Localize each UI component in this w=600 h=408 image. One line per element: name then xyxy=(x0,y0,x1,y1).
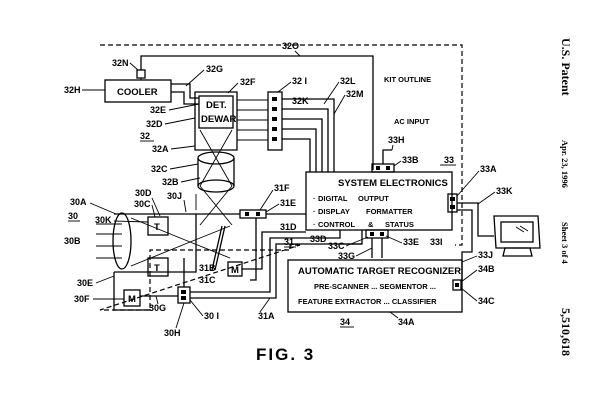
kit-outline xyxy=(99,44,463,311)
svg-text:32O: 32O xyxy=(282,41,299,51)
svg-text:33G: 33G xyxy=(338,251,355,261)
svg-text:33J: 33J xyxy=(478,250,493,260)
svg-text:32H: 32H xyxy=(64,85,81,95)
svg-text:32K: 32K xyxy=(292,96,309,106)
svg-text:32M: 32M xyxy=(346,89,364,99)
svg-text:33E: 33E xyxy=(403,237,419,247)
svg-text:31C: 31C xyxy=(199,275,216,285)
svg-text:33B: 33B xyxy=(402,155,419,165)
patent-sheet: Sheet 3 of 4 xyxy=(560,222,570,265)
svg-text:30H: 30H xyxy=(164,328,181,338)
motor-m-left xyxy=(123,289,141,307)
svg-text:34C: 34C xyxy=(478,296,495,306)
ac-input-connector xyxy=(371,163,395,173)
patent-office: U.S. Patent xyxy=(559,38,573,96)
svg-text:STATUS: STATUS xyxy=(385,220,414,229)
svg-text:30K: 30K xyxy=(95,215,112,225)
connector-30i xyxy=(177,286,191,304)
display-monitor xyxy=(493,215,541,257)
svg-text:31F: 31F xyxy=(274,183,290,193)
svg-text:32F: 32F xyxy=(240,77,256,87)
patent-header: U.S. Patent Apr. 23, 1996 Sheet 3 of 4 5… xyxy=(559,38,573,356)
svg-text:33I: 33I xyxy=(430,237,443,247)
svg-text:32N: 32N xyxy=(112,58,129,68)
cooler-box xyxy=(104,79,172,103)
svg-text:32G: 32G xyxy=(206,64,223,74)
svg-text:30G: 30G xyxy=(149,303,166,313)
patent-date: Apr. 23, 1996 xyxy=(560,140,570,188)
svg-text:32E: 32E xyxy=(150,105,166,115)
atr-box xyxy=(287,259,463,313)
svg-text:31A: 31A xyxy=(258,311,275,321)
svg-text:32 I: 32 I xyxy=(292,76,307,86)
head-housing xyxy=(114,213,197,273)
svg-text:·: · xyxy=(313,220,316,229)
svg-text:31: 31 xyxy=(284,237,294,247)
svg-text:32D: 32D xyxy=(146,119,163,129)
svg-text:34: 34 xyxy=(340,317,350,327)
svg-text:31E: 31E xyxy=(280,198,296,208)
svg-text:32C: 32C xyxy=(151,164,168,174)
dewar-label-2: DEWAR xyxy=(201,114,237,125)
fold-mirror xyxy=(211,225,223,271)
dewar-label-1: DET. xyxy=(206,100,227,111)
svg-text:30E: 30E xyxy=(77,278,93,288)
atr-line-3: FEATURE EXTRACTOR ... CLASSIFIER xyxy=(298,297,437,306)
svg-text:·: · xyxy=(313,207,316,216)
svg-text:FORMATTER: FORMATTER xyxy=(366,207,413,216)
svg-text:30B: 30B xyxy=(64,236,81,246)
svg-text:M: M xyxy=(128,294,136,305)
svg-text:33D: 33D xyxy=(310,234,327,244)
cooler-label: COOLER xyxy=(117,87,158,98)
dewar-box xyxy=(198,95,234,129)
svg-text:CONTROL: CONTROL xyxy=(318,220,355,229)
svg-text:T: T xyxy=(154,222,160,233)
kit-outline-note: KIT OUTLINE xyxy=(384,75,431,84)
svg-text:30: 30 xyxy=(68,211,78,221)
ac-input-note: AC INPUT xyxy=(394,117,430,126)
connector-34b xyxy=(452,279,462,291)
svg-text:33K: 33K xyxy=(496,186,513,196)
patent-number: 5,510,618 xyxy=(559,308,573,356)
svg-text:30J: 30J xyxy=(167,191,182,201)
svg-text:OUTPUT: OUTPUT xyxy=(358,194,389,203)
svg-text:M: M xyxy=(231,265,239,276)
svg-text:30 I: 30 I xyxy=(204,311,219,321)
svg-text:32B: 32B xyxy=(162,177,179,187)
front-lens xyxy=(112,212,132,270)
svg-text:33C: 33C xyxy=(328,241,345,251)
motor-t-upper xyxy=(147,216,169,236)
atr-line-2: PRE-SCANNER ... SEGMENTOR ... xyxy=(314,282,436,291)
svg-text:34A: 34A xyxy=(398,317,415,327)
svg-text:DIGITAL: DIGITAL xyxy=(318,194,348,203)
svg-text:32L: 32L xyxy=(340,76,356,86)
motor-t-lower xyxy=(147,257,169,277)
svg-text:33A: 33A xyxy=(480,164,497,174)
svg-text:32A: 32A xyxy=(152,144,169,154)
figure-caption: FIG. 3 xyxy=(256,345,315,364)
svg-text:33H: 33H xyxy=(388,135,405,145)
svg-text:30C: 30C xyxy=(134,199,151,209)
svg-text:34B: 34B xyxy=(478,264,495,274)
svg-text:32: 32 xyxy=(140,131,150,141)
svg-text:T: T xyxy=(154,263,160,274)
system-electronics-title: SYSTEM ELECTRONICS xyxy=(338,178,448,189)
connector-32i-pins xyxy=(272,97,277,141)
svg-text:DISPLAY: DISPLAY xyxy=(318,207,350,216)
svg-text:30A: 30A xyxy=(70,197,87,207)
connector-31e xyxy=(239,209,267,219)
svg-text:·: · xyxy=(313,194,316,203)
svg-text:30F: 30F xyxy=(74,294,90,304)
connector-33c xyxy=(365,229,389,239)
sensor-32n xyxy=(136,69,146,79)
svg-text:30D: 30D xyxy=(135,188,152,198)
svg-text:31B: 31B xyxy=(199,263,216,273)
atr-title: AUTOMATIC TARGET RECOGNIZER xyxy=(298,266,461,277)
svg-text:31D: 31D xyxy=(280,222,297,232)
svg-text:&: & xyxy=(368,220,374,229)
connector-32i xyxy=(267,91,283,151)
svg-text:33: 33 xyxy=(444,155,454,165)
